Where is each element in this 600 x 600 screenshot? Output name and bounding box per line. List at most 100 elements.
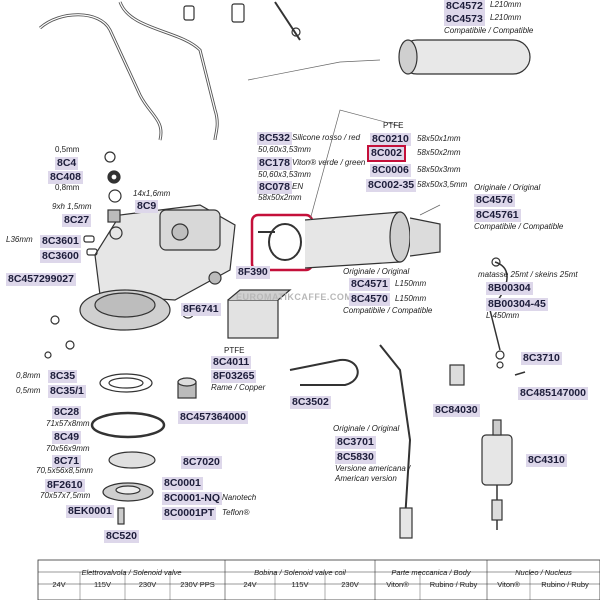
table-group-header: Elettrovalvola / Solenoid valve bbox=[81, 568, 182, 577]
steam-tube-outline-icon bbox=[39, 14, 162, 141]
part-spec: 70x57x7,5mm bbox=[40, 491, 91, 500]
part-code: 8C0006 bbox=[370, 164, 411, 177]
part-spec: Compatibile / Compatible bbox=[474, 222, 564, 231]
screw-icon bbox=[50, 315, 60, 325]
part-code: 8B00304 bbox=[486, 282, 533, 295]
part-spec: 9xh 1,5mm bbox=[52, 202, 92, 211]
copper-pipe-icon bbox=[289, 358, 359, 386]
part-code-highlighted: 8C002 bbox=[367, 145, 406, 162]
part-spec: 0,5mm bbox=[16, 386, 41, 395]
gasket-large-icon bbox=[99, 373, 153, 393]
part-spec: PTFE bbox=[224, 346, 245, 355]
part-code: 8C0001PT bbox=[162, 507, 217, 520]
part-code: 8C3600 bbox=[40, 250, 81, 263]
part-spec: American version bbox=[335, 474, 397, 483]
part-spec: matasse 25mt / skeins 25mt bbox=[478, 270, 578, 279]
part-spec: EN bbox=[292, 182, 304, 191]
part-code: 8F6741 bbox=[181, 303, 221, 316]
part-spec: L36mm bbox=[6, 235, 33, 244]
watermark: EUROMATIKCAFFE.COM bbox=[236, 292, 353, 302]
part-code: 8C5830 bbox=[335, 451, 376, 464]
part-code: 8C4576 bbox=[474, 194, 515, 207]
part-code: 8C27 bbox=[62, 214, 92, 227]
part-code: 8C4570 bbox=[349, 293, 390, 306]
table-col-header: Rubino / Ruby bbox=[541, 580, 589, 589]
table-col-header: 115V bbox=[94, 580, 111, 589]
part-spec: L150mm bbox=[395, 279, 427, 288]
part-spec: Originale / Original bbox=[343, 267, 410, 276]
screw-icon bbox=[117, 507, 125, 525]
table-col-header: 115V bbox=[291, 580, 309, 589]
part-spec: L 450mm bbox=[486, 311, 520, 320]
boiler-pipe-icon bbox=[304, 211, 401, 269]
gasket-large-icon bbox=[90, 411, 166, 439]
table-col-header: 24V bbox=[243, 580, 257, 589]
part-code: 8C35 bbox=[48, 370, 78, 383]
table-col-header: 24V bbox=[52, 580, 66, 589]
table-col-header: Rubino / Ruby bbox=[429, 580, 478, 589]
part-spec: Teflon® bbox=[222, 508, 250, 517]
highlight-frame bbox=[250, 213, 314, 272]
solenoid-valve-icon bbox=[227, 299, 279, 339]
part-code: 8C4572 bbox=[444, 0, 485, 13]
part-spec: Originale / Original bbox=[333, 424, 400, 433]
steam-tube-icon bbox=[38, 13, 163, 141]
part-code: 8C71 bbox=[52, 455, 82, 468]
part-code: 8C178 bbox=[257, 157, 292, 170]
part-spec: 58x50x2mm bbox=[417, 148, 461, 157]
fitting-tube-icon bbox=[274, 1, 301, 41]
part-spec: 50,60x3,53mm bbox=[258, 170, 311, 179]
part-code: 8C4573 bbox=[444, 13, 485, 26]
part-spec: 71x57x8mm bbox=[46, 419, 90, 428]
part-spec: L150mm bbox=[395, 294, 427, 303]
part-spec: Rame / Copper bbox=[211, 383, 266, 392]
part-spec: 0,8mm bbox=[16, 371, 41, 380]
part-code: 8C078 bbox=[257, 181, 292, 194]
part-spec: 70x56x9mm bbox=[46, 444, 90, 453]
part-code: 8C45761 bbox=[474, 209, 521, 222]
part-code: 8C4 bbox=[55, 157, 79, 170]
part-spec: 0,8mm bbox=[55, 183, 80, 192]
part-spec: Compatibile / Compatible bbox=[444, 26, 534, 35]
part-code: 8C3502 bbox=[290, 396, 331, 409]
table-col-header: Viton® bbox=[386, 580, 409, 589]
part-code: 8C84030 bbox=[433, 404, 480, 417]
gasket-icon bbox=[104, 151, 116, 163]
part-code: 8C0210 bbox=[370, 133, 411, 146]
part-spec: L210mm bbox=[490, 13, 522, 22]
table-col-header: 230V PPS bbox=[180, 580, 215, 589]
part-code: 8C4310 bbox=[526, 454, 567, 467]
water-filter-icon bbox=[481, 434, 513, 486]
part-spec: Viton® verde / green bbox=[292, 158, 366, 167]
fitting-icon bbox=[183, 5, 195, 21]
part-code: 8C4571 bbox=[349, 278, 390, 291]
part-spec: 58x50x2mm bbox=[258, 193, 302, 202]
part-code: 8F390 bbox=[236, 266, 270, 279]
gasket-icon bbox=[108, 189, 122, 203]
gasket-ring-icon bbox=[268, 223, 302, 261]
part-code: 8C3601 bbox=[40, 235, 81, 248]
part-code: 8EK0001 bbox=[66, 505, 114, 518]
oring-icon bbox=[495, 350, 505, 360]
steam-wand-icon bbox=[399, 39, 531, 75]
part-spec: L210mm bbox=[490, 0, 522, 9]
part-code: 8C7020 bbox=[181, 456, 222, 469]
fitting-icon bbox=[231, 3, 245, 23]
part-code: 8F03265 bbox=[211, 370, 257, 383]
part-code: 8C3701 bbox=[335, 436, 376, 449]
part-spec: 14x1,6mm bbox=[133, 189, 171, 198]
part-spec: Silicone rosso / red bbox=[292, 133, 361, 142]
part-code: 8C485147000 bbox=[518, 387, 588, 400]
part-code: 8C0001 bbox=[162, 477, 203, 490]
part-spec: 58x50x1mm bbox=[417, 134, 461, 143]
water-tube-icon bbox=[118, 1, 219, 141]
part-spec: 50,60x3,53mm bbox=[258, 145, 311, 154]
part-code: 8C4011 bbox=[211, 356, 252, 369]
part-code: 8B00304-45 bbox=[486, 298, 548, 311]
pin-icon bbox=[83, 235, 95, 243]
part-spec: 58x50x3,5mm bbox=[417, 180, 468, 189]
part-code: 8C35/1 bbox=[48, 385, 86, 398]
